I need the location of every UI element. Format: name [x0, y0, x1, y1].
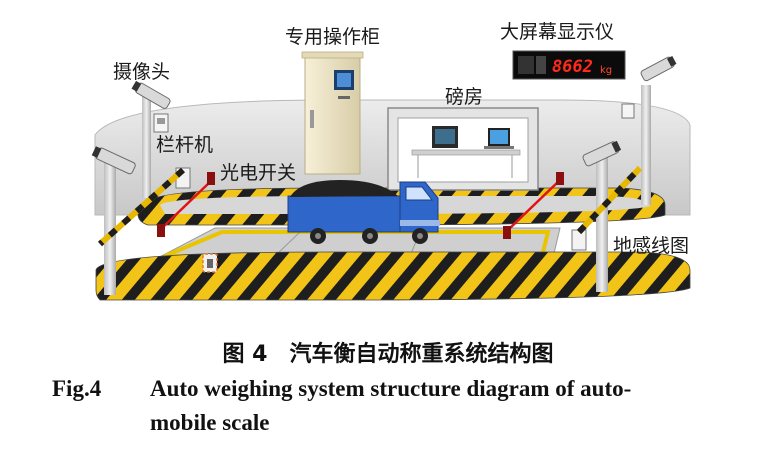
label-photo-switch: 光电开关: [220, 162, 297, 184]
label-display: 大屏幕显示仪: [500, 21, 615, 43]
barrier-gate-left: [98, 167, 191, 247]
label-loop-sensor: 地感线图: [613, 235, 690, 257]
label-weigh-room: 磅房: [445, 86, 484, 108]
truck: [287, 180, 440, 244]
lower-hazard-ring: [95, 251, 691, 301]
loop-sensor-icon: [202, 253, 218, 273]
label-barrier: 栏杆机: [156, 134, 214, 156]
camera-back-left: [131, 80, 171, 109]
camera-front-left: [91, 146, 136, 175]
display-unit: kg: [600, 65, 612, 76]
camera-back-right: [640, 55, 677, 82]
operation-cabinet: [301, 51, 364, 175]
camera-front-right: [582, 140, 622, 167]
barrier-controller-icon: [153, 103, 635, 133]
barrier-gate-right: [571, 165, 643, 251]
photoelectric-switches: [157, 172, 564, 239]
caption-chinese: 图 4 汽车衡自动称重系统结构图: [222, 342, 554, 367]
label-cabinet: 专用操作柜: [285, 26, 381, 48]
label-camera: 摄像头: [113, 61, 171, 83]
caption-fig-number: Fig.4: [52, 376, 102, 401]
pillars: [104, 85, 651, 295]
caption-english-line2: mobile scale: [150, 410, 270, 435]
caption-english-line1: Fig.4 Auto weighing system structure diag…: [52, 376, 631, 402]
display-reading: 8662: [552, 57, 593, 77]
weigh-room: [387, 107, 539, 191]
caption-english-text: Auto weighing system structure diagram o…: [150, 376, 632, 401]
weighing-system-diagram: 8662 kg: [91, 50, 691, 301]
large-display: 8662 kg: [512, 50, 626, 80]
